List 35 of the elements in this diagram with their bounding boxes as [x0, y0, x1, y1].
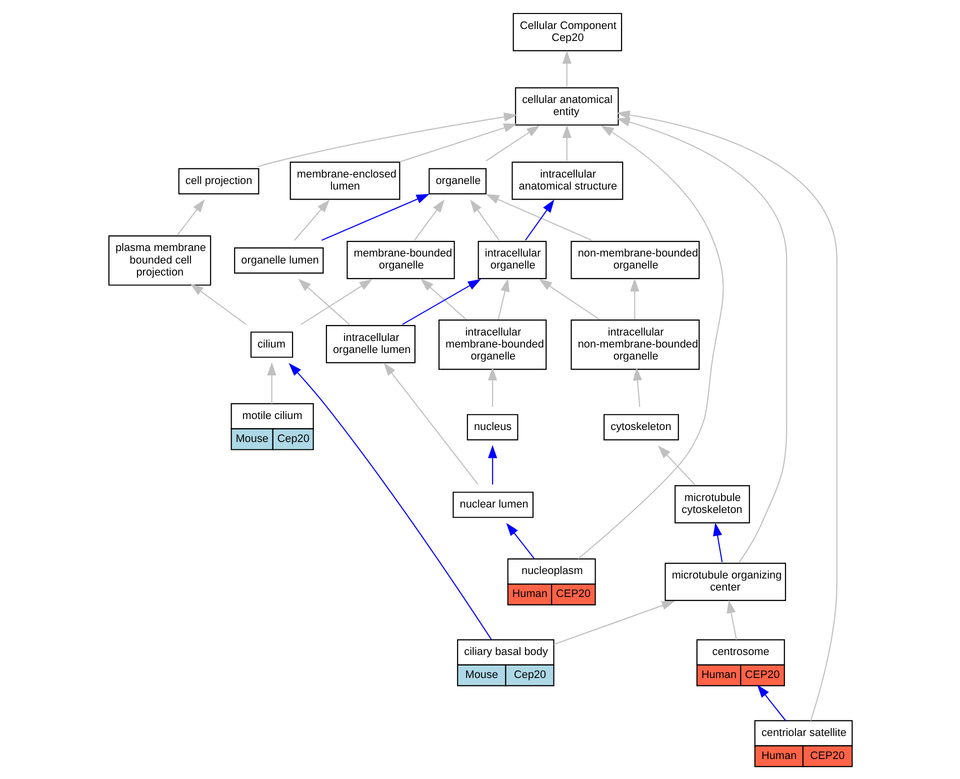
arrow — [400, 123, 517, 162]
arrow — [506, 522, 535, 559]
arrow — [190, 284, 247, 325]
arrow — [267, 362, 276, 404]
arrow — [258, 112, 518, 168]
arrow — [288, 363, 492, 640]
arrow — [322, 194, 430, 241]
arrow — [757, 684, 786, 721]
arrow — [658, 446, 696, 485]
arrow — [726, 600, 737, 640]
arrow — [486, 194, 592, 241]
arrow — [554, 601, 676, 645]
arrow — [470, 200, 500, 241]
arrow — [298, 278, 350, 325]
arrow — [632, 367, 642, 407]
arrow — [402, 279, 482, 325]
arrow — [488, 445, 498, 485]
arrow — [562, 124, 572, 161]
arrow — [616, 110, 838, 721]
arrow — [630, 278, 640, 320]
arrow — [414, 200, 445, 241]
arrow — [294, 200, 330, 241]
arrow — [562, 50, 572, 86]
arrow — [498, 278, 510, 320]
arrow — [578, 125, 724, 560]
arrow — [176, 199, 205, 236]
arrow — [525, 200, 554, 241]
arrow — [488, 367, 498, 407]
arrow — [616, 118, 788, 562]
arrow — [384, 362, 478, 485]
arrow — [486, 125, 540, 162]
arrow — [300, 279, 373, 325]
arrow — [538, 278, 600, 320]
arrow — [420, 278, 466, 320]
arrow — [713, 522, 723, 562]
